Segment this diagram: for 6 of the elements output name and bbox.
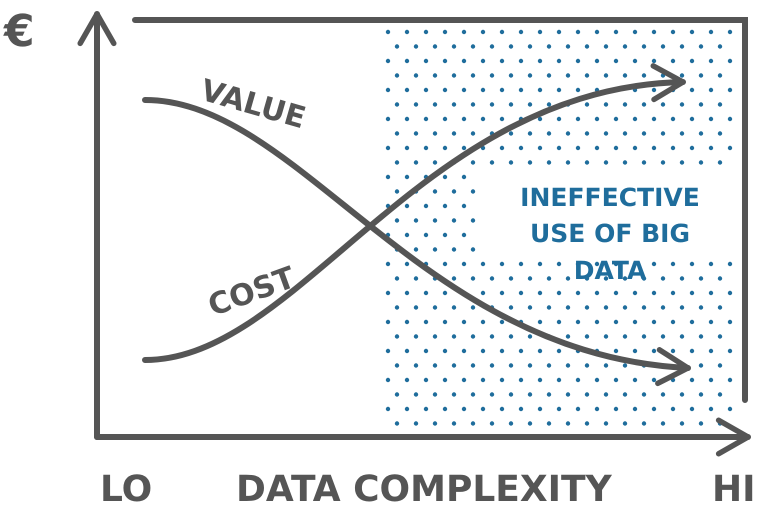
x-axis-title: DATA COMPLEXITY xyxy=(236,470,612,510)
x-axis-label: LO xyxy=(100,470,152,510)
curve-label: VALUE xyxy=(196,74,310,136)
x-axis-label: HI xyxy=(712,470,756,510)
curve-label: COST xyxy=(204,261,300,323)
y-axis-label: € xyxy=(4,8,35,56)
